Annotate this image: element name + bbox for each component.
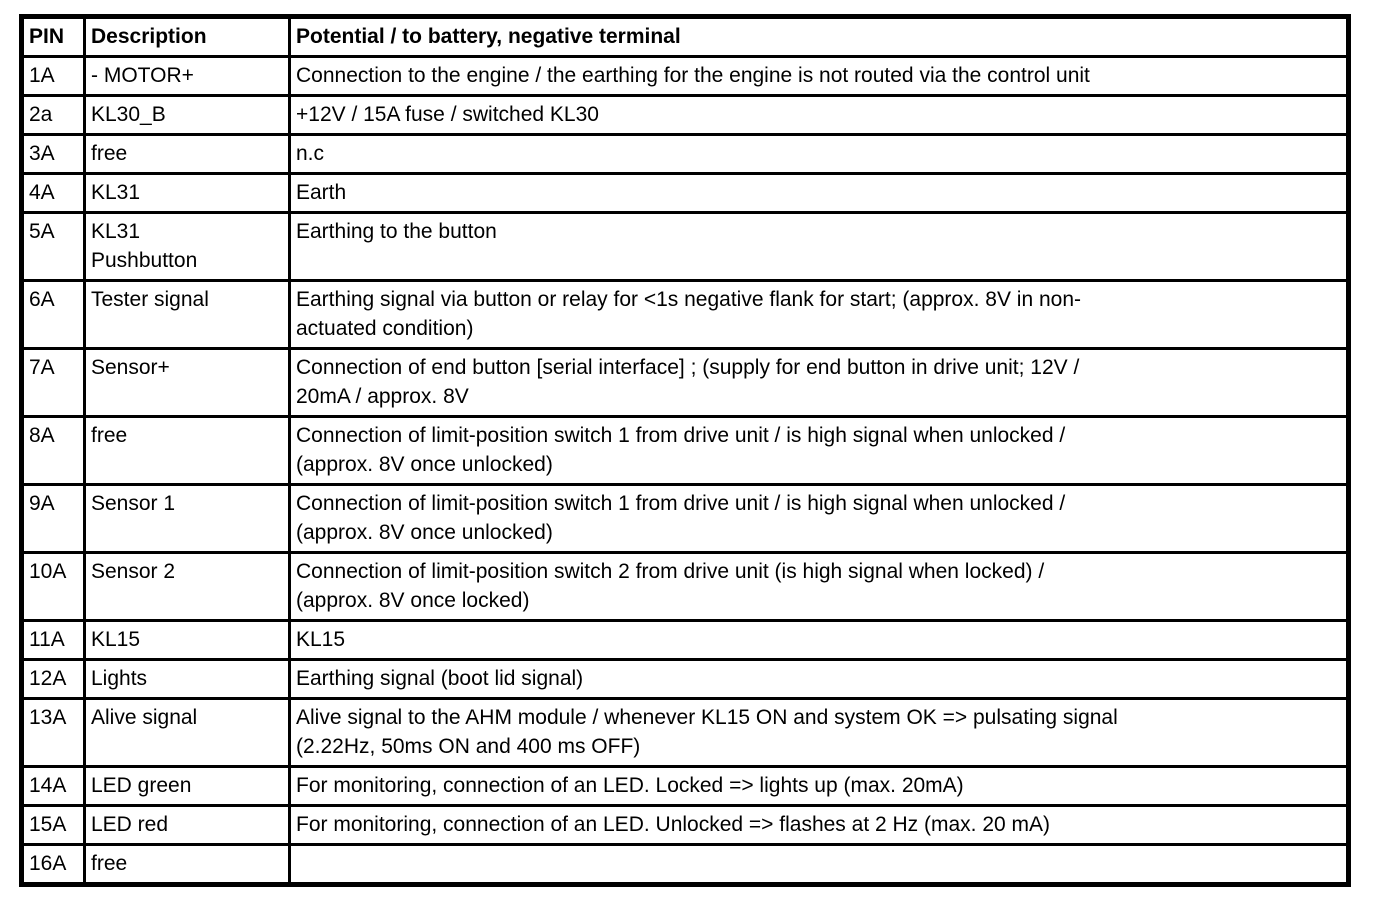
potential-cell: KL15: [288, 619, 1350, 661]
potential-cell: Connection of limit-position switch 1 fr…: [288, 415, 1350, 486]
potential-cell: [288, 843, 1350, 886]
pin-cell: 4A: [20, 172, 86, 214]
table-row: 1A - MOTOR+ Connection to the engine / t…: [20, 55, 1350, 97]
pin-cell: 12A: [20, 658, 86, 700]
pin-cell: 14A: [20, 765, 86, 807]
description-cell: free: [83, 415, 291, 486]
pin-cell: 15A: [20, 804, 86, 846]
description-cell: Alive signal: [83, 697, 291, 768]
table-row: 9A Sensor 1 Connection of limit-position…: [20, 483, 1350, 554]
pin-assignment-table: PIN Description Potential / to battery, …: [19, 14, 1351, 887]
description-cell: Lights: [83, 658, 291, 700]
description-cell: free: [83, 843, 291, 886]
potential-cell: For monitoring, connection of an LED. Lo…: [288, 765, 1350, 807]
description-cell: KL15: [83, 619, 291, 661]
table-row: 8A free Connection of limit-position swi…: [20, 415, 1350, 486]
table-row: 5A KL31 Pushbutton Earthing to the butto…: [20, 211, 1350, 282]
column-header-potential: Potential / to battery, negative termina…: [288, 15, 1350, 58]
pin-cell: 3A: [20, 133, 86, 175]
potential-cell: Earthing signal (boot lid signal): [288, 658, 1350, 700]
table-row: 4A KL31 Earth: [20, 172, 1350, 214]
table-row: 16A free: [20, 843, 1350, 886]
pin-cell: 8A: [20, 415, 86, 486]
pin-cell: 7A: [20, 347, 86, 418]
potential-cell: +12V / 15A fuse / switched KL30: [288, 94, 1350, 136]
potential-cell: Earthing signal via button or relay for …: [288, 279, 1350, 350]
table-row: 6A Tester signal Earthing signal via but…: [20, 279, 1350, 350]
table-row: 13A Alive signal Alive signal to the AHM…: [20, 697, 1350, 768]
description-cell: Sensor+: [83, 347, 291, 418]
table-row: 7A Sensor+ Connection of end button [ser…: [20, 347, 1350, 418]
potential-cell: Earthing to the button: [288, 211, 1350, 282]
table-row: 2a KL30_B +12V / 15A fuse / switched KL3…: [20, 94, 1350, 136]
description-cell: KL30_B: [83, 94, 291, 136]
table-header-row: PIN Description Potential / to battery, …: [20, 15, 1350, 58]
description-cell: Tester signal: [83, 279, 291, 350]
potential-cell: Connection to the engine / the earthing …: [288, 55, 1350, 97]
table-row: 11A KL15 KL15: [20, 619, 1350, 661]
pin-cell: 1A: [20, 55, 86, 97]
table-row: 10A Sensor 2 Connection of limit-positio…: [20, 551, 1350, 622]
description-cell: LED green: [83, 765, 291, 807]
pin-cell: 13A: [20, 697, 86, 768]
pin-cell: 10A: [20, 551, 86, 622]
potential-cell: Connection of end button [serial interfa…: [288, 347, 1350, 418]
description-cell: KL31 Pushbutton: [83, 211, 291, 282]
description-cell: KL31: [83, 172, 291, 214]
pin-cell: 5A: [20, 211, 86, 282]
potential-cell: For monitoring, connection of an LED. Un…: [288, 804, 1350, 846]
column-header-description: Description: [83, 15, 291, 58]
table-row: 14A LED green For monitoring, connection…: [20, 765, 1350, 807]
table-row: 3A free n.c: [20, 133, 1350, 175]
description-cell: - MOTOR+: [83, 55, 291, 97]
pin-cell: 9A: [20, 483, 86, 554]
description-cell: LED red: [83, 804, 291, 846]
potential-cell: Connection of limit-position switch 1 fr…: [288, 483, 1350, 554]
description-cell: Sensor 2: [83, 551, 291, 622]
pin-cell: 2a: [20, 94, 86, 136]
description-cell: Sensor 1: [83, 483, 291, 554]
potential-cell: Connection of limit-position switch 2 fr…: [288, 551, 1350, 622]
pin-cell: 11A: [20, 619, 86, 661]
potential-cell: n.c: [288, 133, 1350, 175]
table-row: 15A LED red For monitoring, connection o…: [20, 804, 1350, 846]
description-cell: free: [83, 133, 291, 175]
potential-cell: Alive signal to the AHM module / wheneve…: [288, 697, 1350, 768]
table-row: 12A Lights Earthing signal (boot lid sig…: [20, 658, 1350, 700]
pin-cell: 6A: [20, 279, 86, 350]
potential-cell: Earth: [288, 172, 1350, 214]
pin-cell: 16A: [20, 843, 86, 886]
column-header-pin: PIN: [20, 15, 86, 58]
